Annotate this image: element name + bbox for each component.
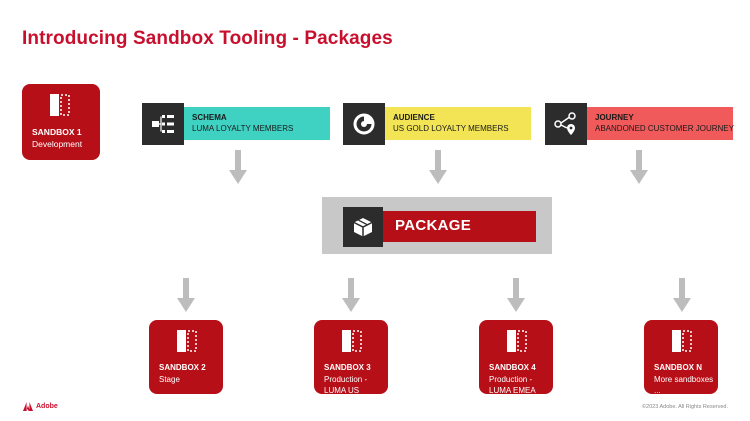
- adobe-logo-icon: [23, 402, 33, 411]
- sandbox-name: SANDBOX 2: [159, 363, 206, 372]
- sandbox-name: SANDBOX N: [654, 363, 703, 372]
- sandbox-2-card[interactable]: SANDBOX 2 Stage: [149, 320, 223, 394]
- arrow-down-icon: [630, 150, 648, 184]
- sandbox-desc: Development: [32, 139, 83, 149]
- audience-bar: AUDIENCE US GOLD LOYALTY MEMBERS: [385, 107, 531, 140]
- audience-icon: [353, 113, 375, 135]
- arrow-down-icon: [229, 150, 247, 184]
- audience-icon-box: [343, 103, 385, 145]
- schema-icon: [152, 115, 174, 133]
- sandbox-icon: [672, 330, 692, 352]
- schema-bar: SCHEMA LUMA LOYALTY MEMBERS: [184, 107, 330, 140]
- sandbox-desc: Stage: [159, 375, 180, 384]
- copyright-text: ©2023 Adobe. All Rights Reserved.: [642, 404, 728, 410]
- sandbox-n-card[interactable]: SANDBOX N More sandboxes ...: [644, 320, 718, 395]
- package-label[interactable]: PACKAGE: [383, 211, 536, 242]
- arrow-down-icon: [507, 278, 525, 312]
- arrow-down-icon: [342, 278, 360, 312]
- journey-bar: JOURNEY ABANDONED CUSTOMER JOURNEY: [587, 107, 734, 140]
- audience-key: AUDIENCE: [393, 113, 435, 122]
- package-icon: [353, 218, 373, 237]
- journey-value: ABANDONED CUSTOMER JOURNEY: [595, 124, 734, 133]
- sandbox-desc: Production - LUMA EMEA: [489, 375, 536, 395]
- audience-value: US GOLD LOYALTY MEMBERS: [393, 124, 509, 133]
- journey-icon: [554, 112, 576, 135]
- sandbox-3-card[interactable]: SANDBOX 3 Production - LUMA US: [314, 320, 388, 395]
- sandbox-icon: [342, 330, 362, 352]
- arrow-down-icon: [177, 278, 195, 312]
- journey-key: JOURNEY: [595, 113, 634, 122]
- adobe-logo: Adobe: [23, 402, 58, 411]
- arrow-down-icon: [429, 150, 447, 184]
- sandbox-icon: [177, 330, 197, 352]
- package-icon-box: [343, 207, 383, 247]
- sandbox-1-card[interactable]: SANDBOX 1 Development: [22, 84, 100, 160]
- arrow-down-icon: [673, 278, 691, 312]
- sandbox-icon: [507, 330, 527, 352]
- schema-value: LUMA LOYALTY MEMBERS: [192, 124, 294, 133]
- sandbox-name: SANDBOX 3: [324, 363, 371, 372]
- page-title: Introducing Sandbox Tooling - Packages: [22, 28, 393, 49]
- sandbox-icon: [50, 94, 70, 116]
- sandbox-desc: Production - LUMA US: [324, 375, 368, 395]
- sandbox-4-card[interactable]: SANDBOX 4 Production - LUMA EMEA: [479, 320, 553, 395]
- sandbox-name: SANDBOX 4: [489, 363, 536, 372]
- adobe-brand-text: Adobe: [36, 403, 58, 410]
- sandbox-desc: More sandboxes ...: [654, 375, 714, 395]
- sandbox-name: SANDBOX 1: [32, 127, 82, 137]
- schema-icon-box: [142, 103, 184, 145]
- journey-icon-box: [545, 103, 587, 145]
- schema-key: SCHEMA: [192, 113, 227, 122]
